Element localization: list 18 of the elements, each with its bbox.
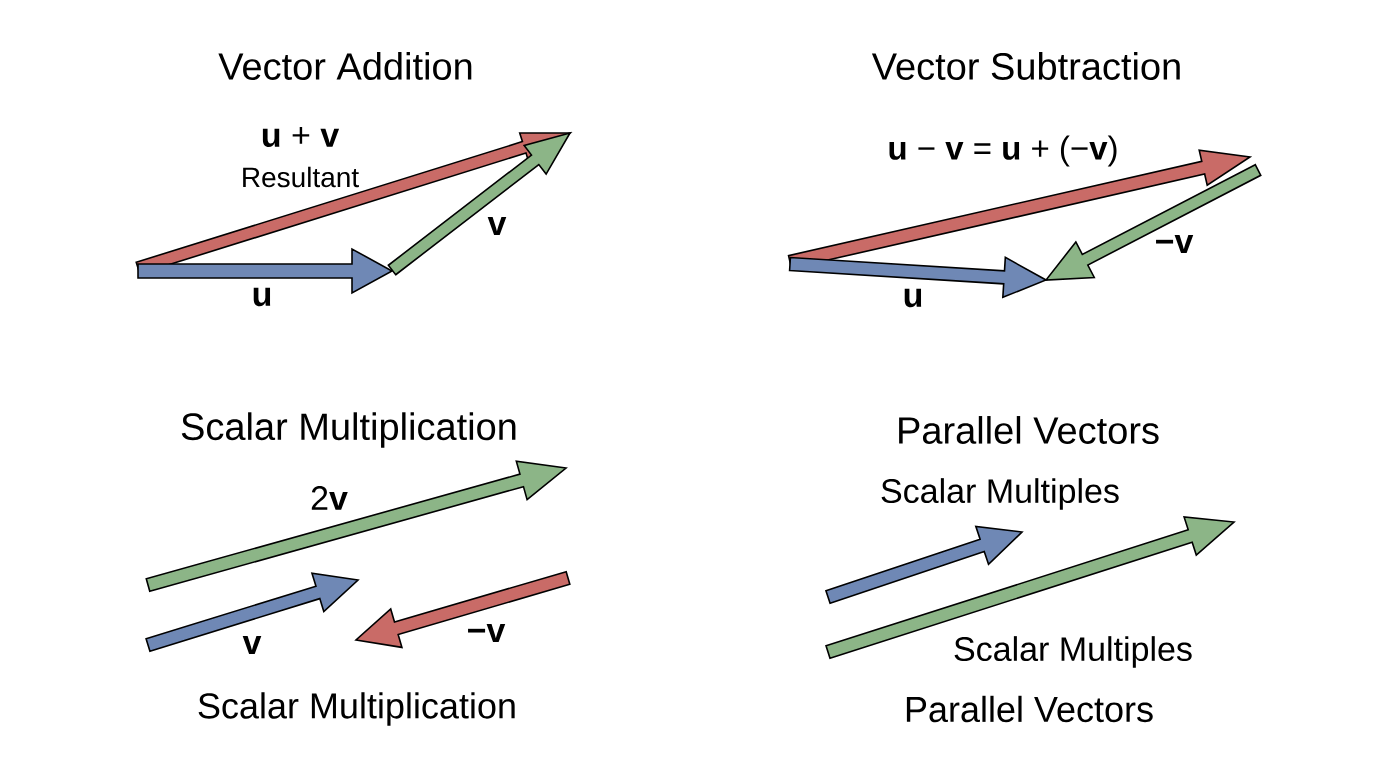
caption: Scalar Multiplication [198,692,515,726]
vector-label: Resultant [243,166,359,188]
title: Vector Subtraction [871,52,1180,80]
vector-label: u [904,288,922,308]
caption: Parallel Vectors [906,695,1153,723]
vector-label: u − v = u + (−v) [889,135,1117,167]
vector-label: u + v [262,127,340,147]
caption: Scalar Multiples [954,636,1192,668]
vector-label: 2v [311,486,348,510]
title: Vector Addition [218,52,472,80]
vector-label: −v [1156,235,1194,253]
title: Parallel Vectors [899,416,1159,444]
vector-label: v [487,217,507,235]
title: Scalar Multiplication [181,412,516,448]
vector-label: v [242,636,262,654]
vector-label: u [253,287,271,307]
caption: Scalar Multiples [881,478,1119,510]
vector-label: −v [468,624,506,642]
